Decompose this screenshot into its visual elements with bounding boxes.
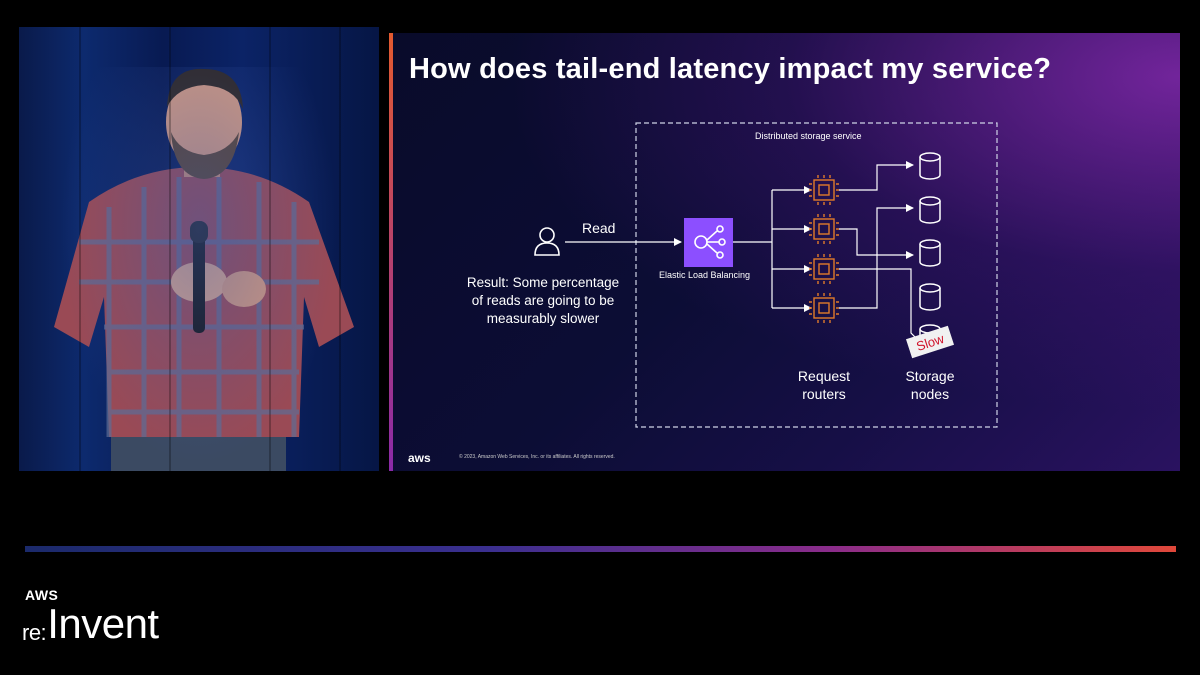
stage-spotlight (59, 67, 339, 467)
curtain-fold (339, 27, 341, 471)
router-to-storage-lines (839, 161, 918, 340)
curtain-fold (169, 27, 171, 471)
copyright-text: © 2023, Amazon Web Services, Inc. or its… (459, 454, 615, 460)
result-text: Result: Some percentage of reads are goi… (466, 275, 620, 326)
aws-wordmark: AWS (25, 587, 59, 603)
storage-node-icons (919, 152, 941, 348)
service-label: Distributed storage service (755, 131, 862, 141)
speaker-figure (54, 68, 354, 471)
read-label: Read (582, 220, 616, 236)
reinvent-word: Invent (47, 600, 159, 647)
curtain-fold (79, 27, 81, 471)
reinvent-prefix: re: (22, 620, 47, 645)
database-icon (919, 239, 941, 267)
elb-to-router-lines (733, 186, 812, 312)
reinvent-logo: re:Invent (22, 600, 159, 648)
database-icon (919, 283, 941, 311)
presentation-slide: How does tail-end latency impact my serv… (389, 33, 1180, 471)
aws-logo: aws (408, 451, 431, 465)
router-chip-icon (809, 254, 839, 284)
brand-gradient-bar (25, 546, 1176, 552)
storage-nodes-label: Storage nodes (905, 368, 955, 402)
router-chip-icon (809, 214, 839, 244)
router-chip-icon (809, 293, 839, 323)
elb-label: Elastic Load Balancing (659, 270, 751, 280)
load-balancer-icon (684, 218, 733, 267)
router-chip-icon (809, 175, 839, 205)
service-boundary (635, 122, 998, 428)
slow-badge: Slow (905, 325, 955, 359)
user-icon (534, 227, 560, 256)
database-icon (919, 152, 941, 180)
curtain-fold (269, 27, 271, 471)
database-icon (919, 196, 941, 224)
slide-title: How does tail-end latency impact my serv… (409, 53, 1052, 85)
slide-accent-bar (389, 33, 393, 471)
request-routers-label: Request routers (797, 368, 851, 402)
request-router-chips (809, 175, 839, 323)
architecture-diagram: Slow (534, 122, 998, 428)
speaker-video (19, 27, 379, 471)
